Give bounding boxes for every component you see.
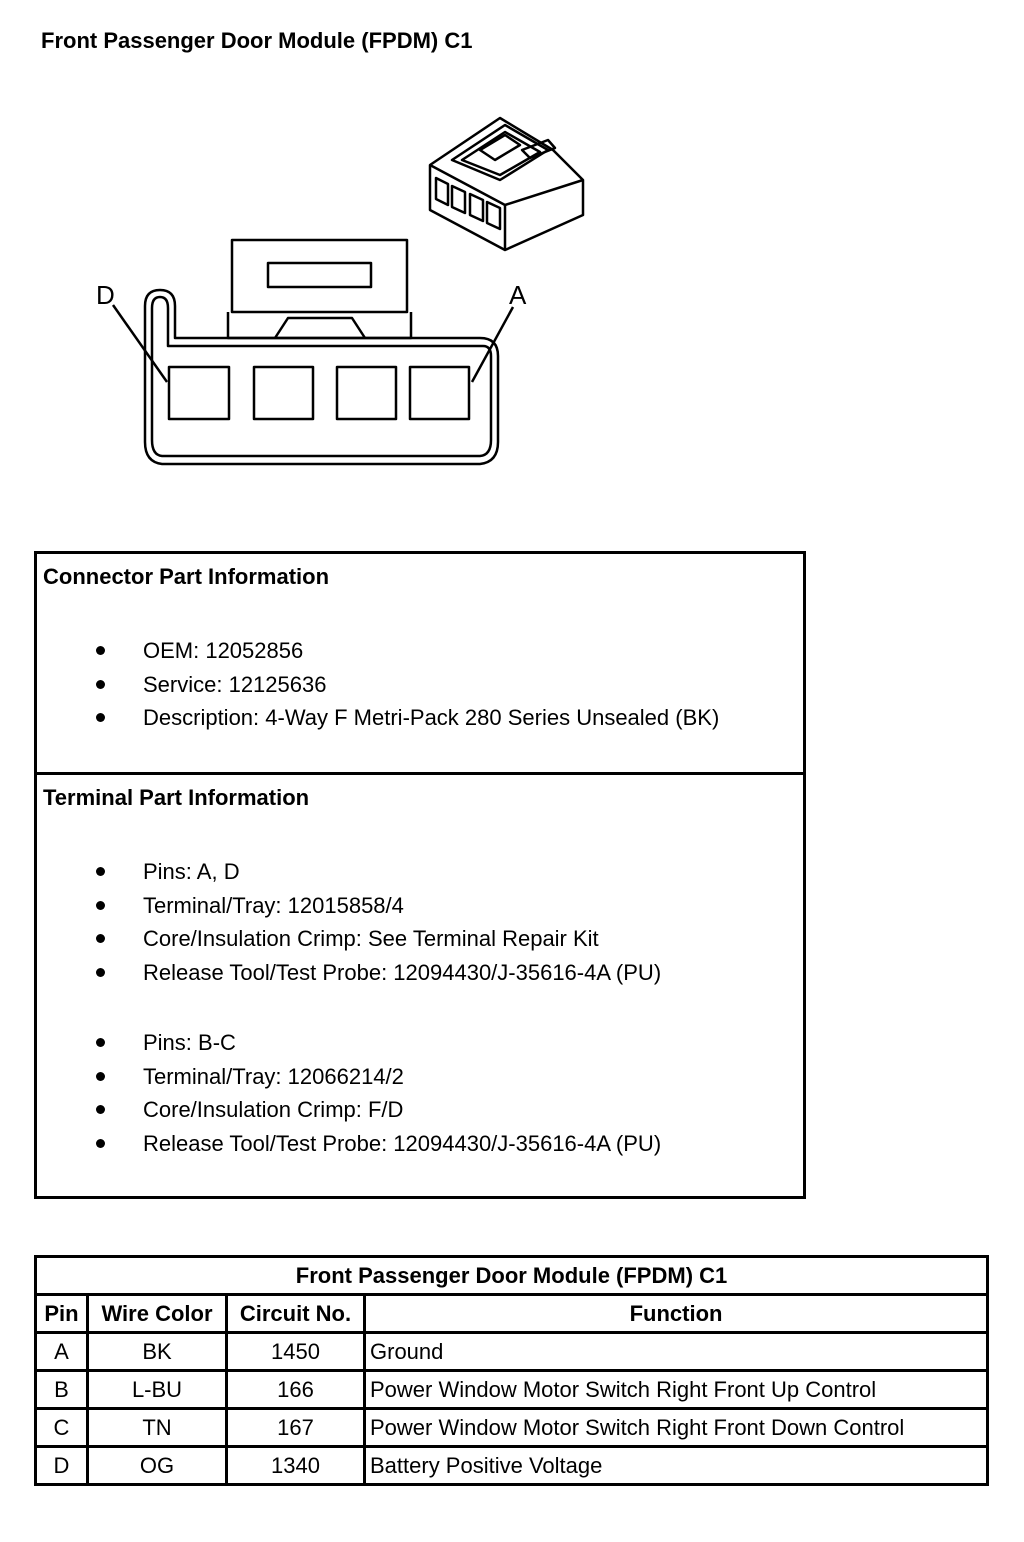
cell-circuit-no: 1450: [225, 1331, 366, 1372]
table-row: B L-BU 166 Power Window Motor Switch Rig…: [34, 1369, 990, 1410]
cell-circuit-no: 166: [225, 1369, 366, 1410]
column-header-circuit-no: Circuit No.: [225, 1293, 366, 1334]
terminal-part-info: Terminal Part Information Pins: A, D Ter…: [37, 775, 803, 1196]
list-item: Pins: B-C: [37, 1026, 661, 1060]
list-item: Terminal/Tray: 12066214/2: [37, 1060, 661, 1094]
column-header-pin: Pin: [34, 1293, 89, 1334]
cell-pin: B: [34, 1369, 89, 1410]
page-title: Front Passenger Door Module (FPDM) C1: [41, 28, 473, 53]
connector-info-heading: Connector Part Information: [43, 564, 330, 589]
list-item: Description: 4-Way F Metri-Pack 280 Seri…: [37, 701, 719, 735]
list-item: Core/Insulation Crimp: See Terminal Repa…: [37, 922, 661, 956]
cell-function: Power Window Motor Switch Right Front Do…: [362, 1407, 990, 1448]
pinout-table: Front Passenger Door Module (FPDM) C1 Pi…: [33, 1255, 990, 1486]
connector-diagram: D A: [96, 116, 585, 466]
cell-pin: D: [34, 1445, 89, 1486]
list-item: Release Tool/Test Probe: 12094430/J-3561…: [37, 956, 661, 990]
table-header-row: Pin Wire Color Circuit No. Function: [34, 1293, 990, 1334]
cell-pin: A: [34, 1331, 89, 1372]
cell-wire-color: TN: [86, 1407, 228, 1448]
cell-wire-color: OG: [86, 1445, 228, 1486]
cell-wire-color: BK: [86, 1331, 228, 1372]
part-information-box: Connector Part Information OEM: 12052856…: [34, 551, 806, 1199]
table-row: A BK 1450 Ground: [34, 1331, 990, 1372]
list-item: OEM: 12052856: [37, 634, 719, 668]
cell-pin: C: [34, 1407, 89, 1448]
cell-wire-color: L-BU: [86, 1369, 228, 1410]
table-row: C TN 167 Power Window Motor Switch Right…: [34, 1407, 990, 1448]
cell-circuit-no: 167: [225, 1407, 366, 1448]
terminal-info-heading: Terminal Part Information: [43, 785, 310, 810]
list-item: Core/Insulation Crimp: F/D: [37, 1093, 661, 1127]
terminal-info-list-2: Pins: B-C Terminal/Tray: 12066214/2 Core…: [37, 1026, 661, 1161]
terminal-info-list-1: Pins: A, D Terminal/Tray: 12015858/4 Cor…: [37, 855, 661, 990]
cell-function: Battery Positive Voltage: [362, 1445, 990, 1486]
connector-isometric-view: [428, 116, 585, 252]
column-header-wire-color: Wire Color: [86, 1293, 228, 1334]
list-item: Pins: A, D: [37, 855, 661, 889]
pin-label-d: D: [96, 280, 115, 310]
pin-label-a: A: [509, 280, 527, 310]
pinout-table-caption: Front Passenger Door Module (FPDM) C1: [33, 1255, 990, 1296]
list-item: Release Tool/Test Probe: 12094430/J-3561…: [37, 1127, 661, 1161]
connector-face-view: [111, 238, 515, 466]
connector-info-list: OEM: 12052856 Service: 12125636 Descript…: [37, 634, 719, 735]
list-item: Terminal/Tray: 12015858/4: [37, 889, 661, 923]
cell-function: Power Window Motor Switch Right Front Up…: [362, 1369, 990, 1410]
connector-part-info: Connector Part Information OEM: 12052856…: [37, 554, 803, 775]
cell-circuit-no: 1340: [225, 1445, 366, 1486]
cell-function: Ground: [362, 1331, 990, 1372]
list-item: Service: 12125636: [37, 668, 719, 702]
table-row: D OG 1340 Battery Positive Voltage: [34, 1445, 990, 1486]
column-header-function: Function: [362, 1293, 990, 1334]
